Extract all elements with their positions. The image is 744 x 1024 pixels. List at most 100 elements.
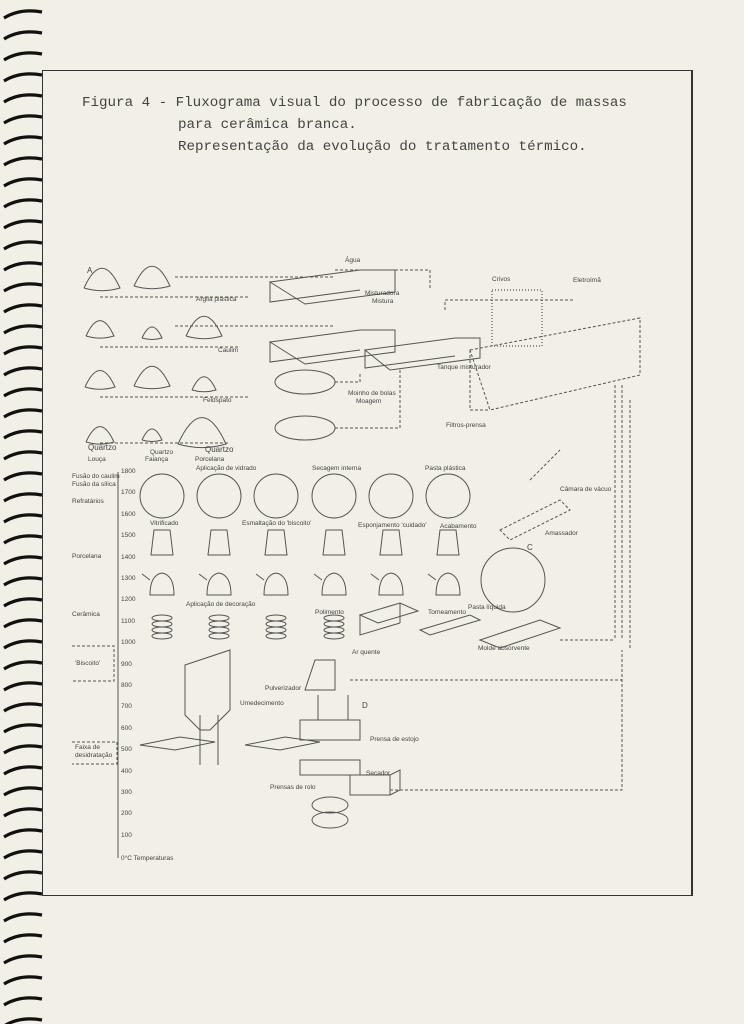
coil-ring (3, 660, 43, 671)
stacked-ring (208, 632, 230, 640)
spiral-binding (3, 9, 43, 1024)
label-polimento: Polimento (315, 609, 344, 616)
label-moinho: Moinho de bolas (348, 390, 396, 397)
coil-ring (3, 786, 43, 797)
coil-ring (3, 51, 43, 62)
coil-ring (3, 219, 43, 230)
caption-line-3: Representação da evolução do tratamento … (178, 139, 587, 155)
coil-ring (3, 72, 43, 83)
material-cone (84, 370, 116, 390)
scale-tick: 1200 (121, 596, 136, 604)
marker-d: D (362, 701, 368, 710)
coil-ring (3, 282, 43, 293)
caption-line-1: Figura 4 - Fluxograma visual do processo… (82, 95, 627, 111)
coil-ring (3, 576, 43, 587)
scale-tick: 800 (121, 682, 132, 689)
mold-box (358, 602, 420, 636)
teapot-icon (313, 572, 347, 596)
coil-ring (3, 702, 43, 713)
label-prensas-rolo: Prensas de rolo (270, 784, 316, 791)
coil-ring (3, 912, 43, 923)
stacked-ring (265, 614, 287, 622)
coil-ring (3, 975, 43, 986)
roller-2 (311, 811, 349, 829)
coil-ring (3, 303, 43, 314)
marker-a: A (87, 266, 93, 275)
label-fusao-silica: Fusão da sílica (72, 481, 116, 488)
press (299, 695, 361, 776)
label-aplicacao-vidrado: Aplicação de vidrado (196, 465, 257, 472)
scale-tick: 300 (121, 789, 132, 796)
caption-line-2: para cerâmica branca. (178, 117, 357, 133)
material-cones (83, 265, 227, 449)
mixer-2 (268, 329, 396, 365)
label-misturadora: Misturadora (365, 290, 400, 297)
coil-ring (3, 177, 43, 188)
coil-ring (3, 324, 43, 335)
label-fusao-caulim: Fusão do caulim (72, 473, 120, 480)
label-moagem: Moagem (356, 398, 382, 405)
stage-circle (253, 473, 299, 519)
teapot-icon (255, 572, 289, 596)
filter-press (444, 299, 641, 411)
label-porcelana: Porcelana (195, 456, 225, 463)
dryer (349, 769, 401, 796)
coil-ring (3, 345, 43, 356)
label-acabamento: Acabamento (440, 523, 477, 530)
stage-circle (368, 473, 414, 519)
label-esponjamento: Esponjamento 'cuidado' (358, 522, 427, 529)
label-secagem: Secagem interna (312, 465, 362, 472)
label-ceramica: Cerâmica (72, 611, 100, 618)
scale-tick: 1300 (121, 575, 136, 582)
label-esmaltacao: Esmaltação do 'biscoito' (242, 520, 312, 527)
label-argila: Argila plástica (196, 296, 237, 303)
coil-ring (3, 639, 43, 650)
roller-1 (311, 796, 349, 814)
scale-tick: 1400 (121, 553, 136, 561)
scale-tick: 100 (121, 831, 132, 839)
coil-ring (3, 408, 43, 419)
coil-ring (3, 513, 43, 524)
coil-ring (3, 555, 43, 566)
label-camara-vacuo: Câmara de vácuo (560, 486, 612, 493)
coil-ring (3, 198, 43, 209)
sieve (491, 289, 543, 347)
coil-ring (3, 954, 43, 965)
scale-tick: 700 (121, 703, 132, 711)
stage-circle (139, 473, 185, 519)
teapot-icon (370, 572, 404, 596)
stacked-ring (208, 620, 230, 628)
figure-caption: Figura 4 - Fluxograma visual do processo… (82, 92, 627, 158)
scale-tick: 1700 (121, 489, 136, 497)
teapot-icon (427, 572, 461, 596)
label-faianca: Faiança (145, 456, 169, 463)
coil-ring (4, 1017, 43, 1024)
coil-ring (3, 387, 43, 398)
material-cone (191, 376, 217, 393)
material-cone (141, 428, 163, 442)
scale-unit: 0°C Temperaturas (121, 855, 174, 862)
label-tanque: Tanque misturador (437, 364, 491, 371)
coil-ring (3, 93, 43, 104)
stacked-ring (208, 614, 230, 622)
material-cone (83, 267, 121, 292)
teapot-icon (141, 572, 175, 596)
material-cone (177, 417, 227, 449)
scale-tick: 1800 (121, 468, 136, 475)
coil-ring (3, 534, 43, 545)
molds (418, 614, 562, 649)
coil-ring (3, 681, 43, 692)
material-cone (133, 365, 171, 390)
label-torneamento: Torneamento (428, 609, 466, 616)
coil-ring (3, 618, 43, 629)
label-filtros: Filtros-prensa (446, 422, 486, 429)
ball-mill-2 (274, 415, 336, 441)
marker-c: C (527, 543, 533, 552)
scale-tick: 1100 (121, 617, 135, 625)
coil-ring (3, 807, 43, 818)
coil-ring (3, 240, 43, 251)
stage-circle (425, 473, 471, 519)
label-pulverizador: Pulverizador (265, 685, 302, 692)
label-louca: Louça (88, 456, 106, 463)
